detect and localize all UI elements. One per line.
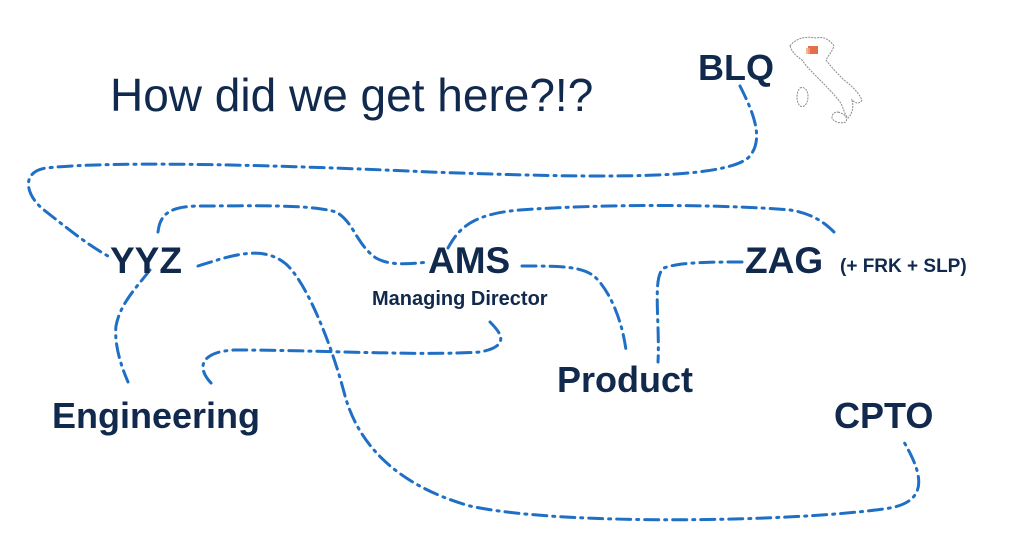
node-product: Product <box>557 359 694 400</box>
route-yyz-ams <box>156 204 430 266</box>
node-zag: ZAG <box>745 240 824 281</box>
route-yyz-cpto <box>196 251 921 522</box>
node-ams-role: Managing Director <box>372 288 548 310</box>
route-ams-engineering <box>201 320 503 386</box>
route-ams-zag <box>446 204 838 250</box>
node-cpto: CPTO <box>834 395 934 436</box>
route-zag-product <box>655 260 744 364</box>
node-engineering: Engineering <box>52 395 261 436</box>
page-title: How did we get here?!? <box>110 69 594 121</box>
node-zag-extra: (+ FRK + SLP) <box>840 256 967 277</box>
node-yyz: YYZ <box>110 240 182 281</box>
italy-map-icon <box>789 36 863 124</box>
route-yyz-engineering <box>114 268 152 384</box>
route-blq-yyz <box>27 84 758 258</box>
node-blq: BLQ <box>698 47 774 88</box>
node-ams: AMS <box>428 240 511 281</box>
route-ams-product <box>520 264 628 352</box>
